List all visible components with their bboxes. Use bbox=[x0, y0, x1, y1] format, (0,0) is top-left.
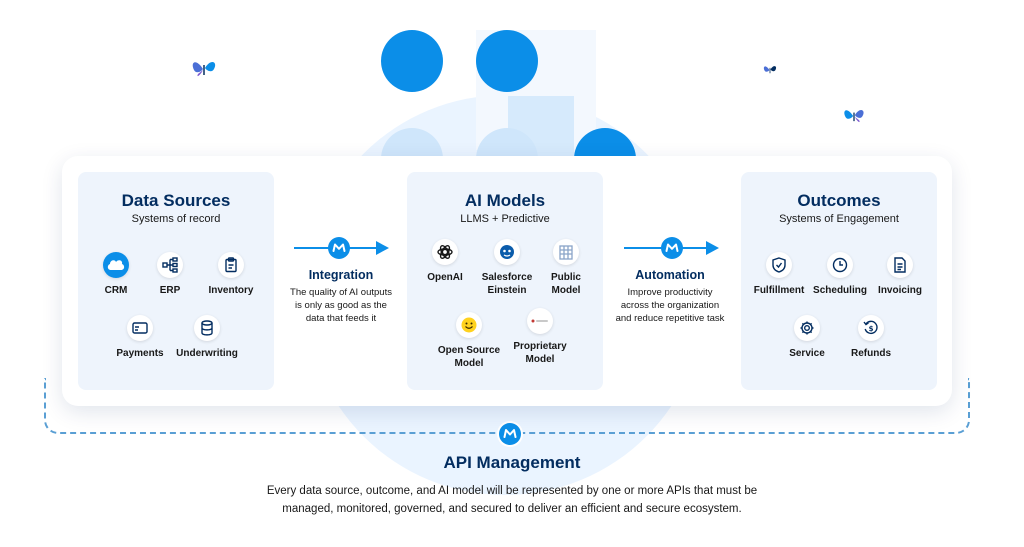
decorative-dot bbox=[476, 30, 538, 92]
item-erp: ERP bbox=[125, 252, 215, 297]
text-line: and reduce repetitive task bbox=[615, 313, 725, 324]
panel-subtitle: Systems of Engagement bbox=[779, 213, 899, 225]
item-label: Fulfillment bbox=[753, 285, 805, 296]
item-underwriting: Underwriting bbox=[162, 315, 252, 360]
mulesoft-logo-icon bbox=[497, 421, 523, 447]
item-service: Service bbox=[762, 315, 852, 360]
butterfly-icon bbox=[192, 61, 216, 77]
item-crm: CRM bbox=[71, 252, 161, 297]
item-label: Scheduling bbox=[813, 285, 867, 296]
item-scheduling: Scheduling bbox=[795, 252, 885, 297]
integration-description: The quality of AI outputs is only as goo… bbox=[281, 286, 401, 325]
text-line: Improve productivity bbox=[627, 287, 713, 298]
database-icon bbox=[194, 315, 220, 341]
item-label: Refunds bbox=[851, 348, 891, 359]
item-public-model: Public Model bbox=[521, 239, 611, 297]
data-sources-panel: Data Sources Systems of record CRM ERP I… bbox=[78, 172, 274, 390]
label-line: Einstein bbox=[487, 285, 527, 296]
label-line: Model bbox=[551, 285, 581, 296]
api-management-title: API Management bbox=[443, 453, 581, 472]
panel-title: Data Sources bbox=[121, 191, 231, 210]
item-open-source-model: Open Source Model bbox=[424, 312, 514, 370]
automation-block: Automation Improve productivity across t… bbox=[610, 264, 730, 325]
item-label: OpenAI bbox=[427, 272, 463, 283]
item-label: Proprietary Model bbox=[495, 340, 585, 366]
text-line: across the organization bbox=[620, 300, 720, 311]
item-refunds: $ Refunds bbox=[826, 315, 916, 360]
integration-arrow bbox=[294, 237, 389, 259]
integration-title: Integration bbox=[308, 268, 374, 282]
decorative-dot bbox=[381, 30, 443, 92]
text-line: data that feeds it bbox=[305, 313, 377, 324]
label-line: Model bbox=[454, 358, 484, 369]
text-line: managed, monitored, governed, and secure… bbox=[282, 503, 742, 515]
clock-icon bbox=[827, 252, 853, 278]
label-line: Public bbox=[550, 272, 581, 283]
label-line: Open Source bbox=[437, 345, 501, 356]
einstein-icon bbox=[494, 239, 520, 265]
hierarchy-icon bbox=[157, 252, 183, 278]
hugging-face-icon bbox=[456, 312, 482, 338]
salesforce-cloud-icon bbox=[103, 252, 129, 278]
item-salesforce-einstein: Salesforce Einstein bbox=[462, 239, 552, 297]
outcomes-panel: Outcomes Systems of Engagement Fulfillme… bbox=[741, 172, 937, 390]
label-line: Model bbox=[525, 354, 555, 365]
integration-block: Integration The quality of AI outputs is… bbox=[281, 264, 401, 325]
panel-title: AI Models bbox=[464, 191, 546, 210]
item-label: Service bbox=[789, 348, 825, 359]
proprietary-model-icon bbox=[527, 308, 553, 334]
openai-icon bbox=[432, 239, 458, 265]
item-payments: Payments bbox=[95, 315, 185, 360]
panel-title: Outcomes bbox=[797, 191, 881, 210]
item-invoicing: Invoicing bbox=[855, 252, 945, 297]
api-management-description: Every data source, outcome, and AI model… bbox=[212, 482, 812, 518]
shield-check-icon bbox=[766, 252, 792, 278]
item-label: Public Model bbox=[521, 271, 611, 297]
automation-arrow bbox=[624, 237, 719, 259]
butterfly-icon bbox=[763, 66, 777, 74]
item-label: ERP bbox=[159, 285, 181, 296]
item-inventory: Inventory bbox=[186, 252, 276, 297]
text-line: Every data source, outcome, and AI model… bbox=[266, 485, 758, 497]
svg-text:$: $ bbox=[869, 325, 874, 333]
text-line: The quality of AI outputs bbox=[290, 287, 392, 298]
item-label: Underwriting bbox=[176, 348, 238, 359]
automation-title: Automation bbox=[635, 268, 705, 282]
label-line: Proprietary bbox=[513, 341, 567, 352]
label-line: Salesforce bbox=[481, 272, 533, 283]
butterfly-icon bbox=[844, 109, 864, 123]
gear-icon bbox=[794, 315, 820, 341]
item-label: Salesforce Einstein bbox=[462, 271, 552, 297]
automation-description: Improve productivity across the organiza… bbox=[610, 286, 730, 325]
item-fulfillment: Fulfillment bbox=[734, 252, 824, 297]
ai-models-panel: AI Models LLMS + Predictive OpenAI Sales… bbox=[407, 172, 603, 390]
document-icon bbox=[887, 252, 913, 278]
item-label: Payments bbox=[116, 348, 164, 359]
public-model-icon bbox=[553, 239, 579, 265]
item-label: Inventory bbox=[208, 285, 254, 296]
item-label: Open Source Model bbox=[424, 344, 514, 370]
item-label: CRM bbox=[104, 285, 128, 296]
item-proprietary-model: Proprietary Model bbox=[495, 308, 585, 366]
item-label: Invoicing bbox=[878, 285, 922, 296]
card-icon bbox=[127, 315, 153, 341]
panel-subtitle: LLMS + Predictive bbox=[460, 213, 550, 225]
item-openai: OpenAI bbox=[400, 239, 490, 284]
panel-subtitle: Systems of record bbox=[131, 213, 221, 225]
clipboard-icon bbox=[218, 252, 244, 278]
refund-icon: $ bbox=[858, 315, 884, 341]
text-line: is only as good as the bbox=[295, 300, 387, 311]
